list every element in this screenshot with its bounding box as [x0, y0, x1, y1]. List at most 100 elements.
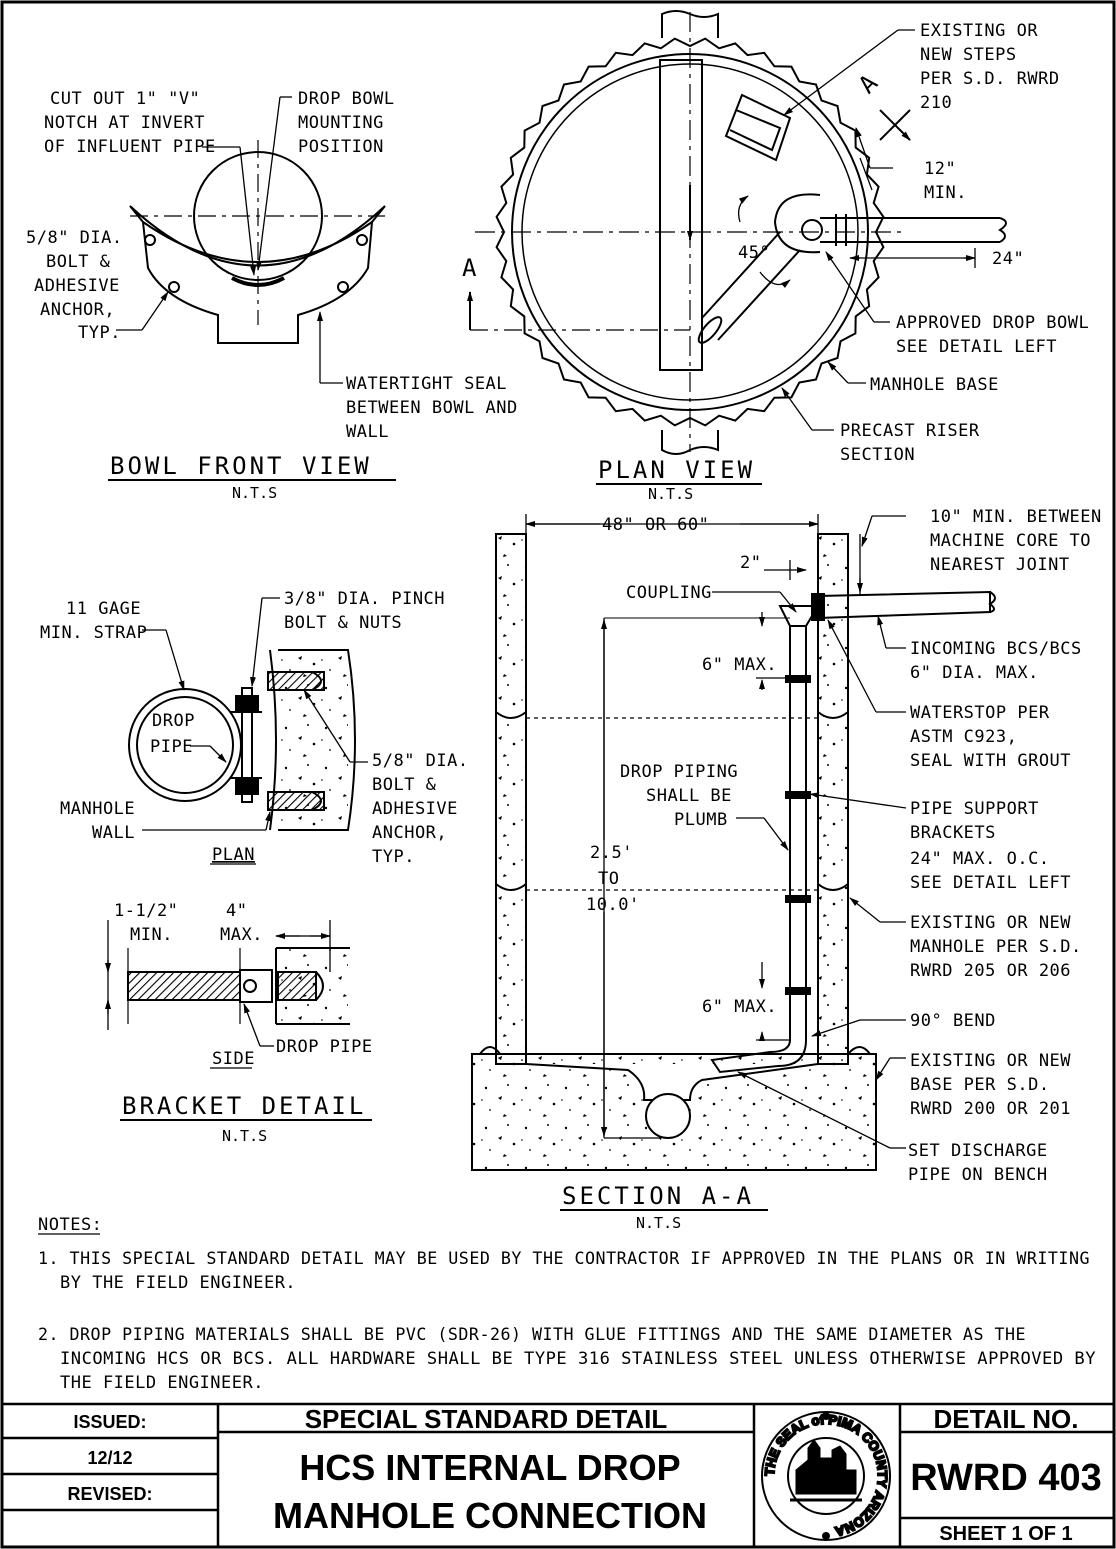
riser-label-1: PRECAST RISER [840, 421, 980, 441]
note1-line1: 1. THIS SPECIAL STANDARD DETAIL MAY BE U… [38, 1249, 1090, 1269]
strap-label-1: 11 GAGE [66, 599, 141, 619]
plan-sublabel: PLAN [212, 845, 255, 865]
plumb-label-1: DROP PIPING [620, 762, 738, 782]
drawing-title-line1: HCS INTERNAL DROP [299, 1447, 680, 1488]
base-label-2: BASE PER S.D. [910, 1075, 1050, 1095]
steps-label-1: EXISTING OR [920, 21, 1038, 41]
note2-line3: THE FIELD ENGINEER. [60, 1373, 264, 1393]
riser-label-2: SECTION [840, 445, 915, 465]
plumb-label-2: SHALL BE [646, 786, 732, 806]
bracket-side [127, 947, 350, 1025]
support-label-3: 24" MAX. O.C. [910, 849, 1050, 869]
note2-line2: INCOMING HCS OR BCS. ALL HARDWARE SHALL … [60, 1349, 1096, 1369]
drop-pipe-label-2: PIPE [150, 737, 193, 757]
waterstop-label-2: ASTM C923, [910, 727, 1017, 747]
bowl-anchor-label-1: 5/8" DIA. [26, 228, 123, 248]
bracket-plan-text: 11 GAGE MIN. STRAP 3/8" DIA. PINCH BOLT … [40, 589, 469, 867]
support-label-1: PIPE SUPPORT [910, 799, 1039, 819]
note2-line1: 2. DROP PIPING MATERIALS SHALL BE PVC (S… [38, 1325, 1026, 1345]
bracket-anchor-label-2: BOLT & [372, 775, 437, 795]
note1-line2: BY THE FIELD ENGINEER. [60, 1273, 296, 1293]
base-label-1: EXISTING OR NEW [910, 1051, 1071, 1071]
max-label-1: 4" [226, 901, 247, 921]
dim2-label: 2" [740, 553, 761, 573]
bowl-front-scale: N.T.S [232, 484, 277, 502]
pinch-label-1: 3/8" DIA. PINCH [284, 589, 445, 609]
max6-top-label: 6" MAX. [702, 655, 777, 675]
support-label-2: BRACKETS [910, 823, 996, 843]
min-label-1: 1-1/2" [114, 901, 178, 921]
bowl-front-labels [116, 96, 343, 384]
discharge-label-2: PIPE ON BENCH [908, 1165, 1048, 1185]
steps-label-2: NEW STEPS [920, 45, 1017, 65]
joint-label-2: MACHINE CORE TO [930, 531, 1091, 551]
height-label-3: 10.0' [586, 895, 640, 915]
section-marker-left: A [462, 254, 479, 282]
joint-label-3: NEAREST JOINT [930, 555, 1070, 575]
bowl-front-text: CUT OUT 1" "V" NOTCH AT INVERT OF INFLUE… [26, 89, 517, 502]
pinch-label-2: BOLT & NUTS [284, 613, 402, 633]
mounting-label-3: POSITION [298, 137, 384, 157]
discharge-label-1: SET DISCHARGE [908, 1141, 1048, 1161]
mounting-label-1: DROP BOWL [298, 89, 395, 109]
notch-label-3: OF INFLUENT PIPE [44, 137, 216, 157]
manhole-label-1: EXISTING OR NEW [910, 913, 1071, 933]
bracket-anchor-label-1: 5/8" DIA. [372, 751, 469, 771]
plumb-label-3: PLUMB [674, 810, 728, 830]
bowl-anchor-label-3: ADHESIVE [34, 276, 120, 296]
notch-label-1: CUT OUT 1" "V" [50, 89, 200, 109]
seal-label-1: WATERTIGHT SEAL [346, 374, 507, 394]
mounting-label-2: MOUNTING [298, 113, 384, 133]
manhole-base-label: MANHOLE BASE [870, 375, 999, 395]
section-aa-annotations [525, 514, 907, 1149]
plan-view [475, 10, 1007, 455]
notes-heading: NOTES: [38, 1215, 102, 1235]
section-aa-title: SECTION A-A [562, 1182, 754, 1210]
steps-label-4: 210 [920, 93, 952, 113]
bracket-anchor-label-5: TYP. [372, 847, 415, 867]
bracket-plan-annotations [142, 597, 368, 831]
min-label-2: MIN. [130, 925, 173, 945]
section-aa-text: 48" OR 60" 2" COUPLING 6" MAX. 6" MAX. D… [560, 507, 1101, 1232]
detail-number: RWRD 403 [910, 1457, 1101, 1499]
bracket-side-annotations [105, 920, 331, 1047]
plan-view-text: A A 45° EXISTING OR NEW STEPS PER S.D. R… [462, 21, 1089, 503]
notch-label-2: NOTCH AT INVERT [44, 113, 205, 133]
min12-label-1: 12" [924, 159, 956, 179]
issued-date: 12/12 [87, 1448, 132, 1468]
height-label-1: 2.5' [590, 843, 633, 863]
title-block-header: SPECIAL STANDARD DETAIL [305, 1404, 668, 1434]
incoming-label-1: INCOMING BCS/BCS [910, 639, 1082, 659]
max-label-2: MAX. [220, 925, 263, 945]
bracket-side-text: 1-1/2" MIN. 4" MAX. DROP PIPE SIDE BRACK… [114, 901, 372, 1145]
manhole-label-2: MANHOLE PER S.D. [910, 937, 1082, 957]
support-label-4: SEE DETAIL LEFT [910, 873, 1071, 893]
section-marker-right: A [853, 67, 885, 99]
notes: NOTES: 1. THIS SPECIAL STANDARD DETAIL M… [38, 1215, 1096, 1393]
detail-no-label: DETAIL NO. [934, 1404, 1079, 1434]
sheet-number: SHEET 1 OF 1 [939, 1523, 1072, 1545]
bracket-detail-title: BRACKET DETAIL [122, 1092, 366, 1120]
title-block [2, 1402, 1114, 1547]
title-block-text: ISSUED: 12/12 REVISED: SPECIAL STANDARD … [67, 1404, 1101, 1545]
section-aa [471, 533, 996, 1171]
manhole-label-3: RWRD 205 OR 206 [910, 961, 1071, 981]
waterstop-label-1: WATERSTOP PER [910, 703, 1050, 723]
incoming-label-2: 6" DIA. MAX. [910, 663, 1039, 683]
wall-label-2: WALL [92, 823, 135, 843]
section-aa-scale: N.T.S [636, 1214, 681, 1232]
seal-label-3: WALL [346, 422, 389, 442]
min12-label-2: MIN. [924, 183, 967, 203]
bracket-anchor-label-4: ANCHOR, [372, 823, 447, 843]
plan-view-title: PLAN VIEW [598, 456, 755, 484]
plan-view-annotations [467, 29, 976, 431]
steps-label-3: PER S.D. RWRD [920, 69, 1060, 89]
plan-view-scale: N.T.S [648, 485, 693, 503]
angle-label: 45° [738, 243, 770, 263]
base-label-3: RWRD 200 OR 201 [910, 1099, 1071, 1119]
drop-bowl-label-2: SEE DETAIL LEFT [896, 337, 1057, 357]
bowl-front-view [129, 140, 386, 344]
coupling-label: COUPLING [626, 583, 712, 603]
bowl-front-title: BOWL FRONT VIEW [110, 452, 372, 480]
